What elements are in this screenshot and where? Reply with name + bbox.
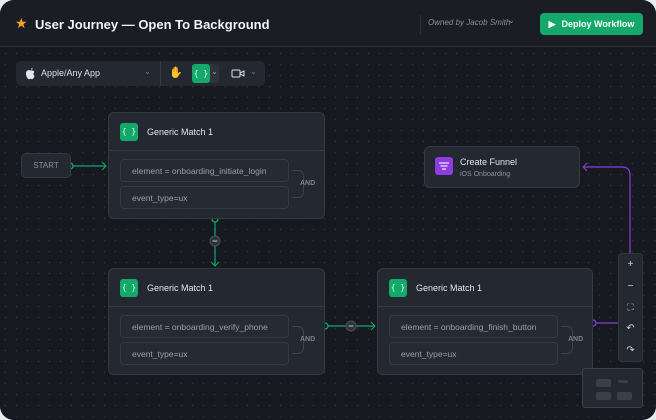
condition-field[interactable]: element = onboarding_initiate_login — [120, 159, 289, 182]
undo-icon[interactable]: ↶ — [626, 323, 635, 335]
operator-bracket — [292, 326, 304, 354]
chevron-down-icon[interactable]: ⌄ — [144, 67, 151, 76]
condition-field[interactable]: event_type=ux — [120, 186, 289, 209]
platform-select[interactable]: Apple/Any App — [41, 68, 101, 78]
zoom-out-icon[interactable]: − — [627, 280, 634, 292]
zoom-in-icon[interactable]: + — [627, 259, 634, 271]
divider — [420, 15, 421, 35]
node-title: Generic Match 1 — [147, 126, 214, 137]
minimap[interactable] — [582, 368, 643, 408]
create-funnel-node[interactable]: Create Funnel iOS Onboarding — [424, 146, 580, 188]
operator-bracket — [292, 170, 304, 198]
owner-label[interactable]: Owned by Jacob Smith — [428, 18, 511, 27]
funnel-icon — [435, 157, 453, 175]
header: ★ User Journey — Open To Background Owne… — [0, 0, 656, 47]
code-braces-icon: { } — [120, 122, 138, 141]
play-icon: ▶ — [548, 18, 556, 29]
edge-node3-funnel — [583, 166, 631, 324]
match-node-3[interactable]: { } Generic Match 1 element = onboarding_… — [377, 268, 593, 375]
minimap-node — [596, 379, 611, 387]
arrow-icon — [582, 162, 588, 172]
condition-field[interactable]: event_type=ux — [389, 342, 558, 365]
match-node-2[interactable]: { } Generic Match 1 element = onboarding_… — [108, 268, 325, 375]
minimap-node — [617, 392, 632, 400]
hand-icon[interactable]: ✋ — [169, 67, 183, 79]
deploy-workflow-button[interactable]: ▶Deploy Workflow — [540, 13, 643, 35]
star-icon[interactable]: ★ — [15, 15, 28, 31]
video-camera-icon[interactable] — [231, 69, 245, 78]
node-title: Generic Match 1 — [147, 282, 214, 293]
node-title: Generic Match 1 — [416, 282, 483, 293]
code-braces-icon: { } — [120, 278, 138, 297]
fit-view-icon[interactable]: ⛶ — [627, 301, 634, 312]
start-node[interactable]: START — [21, 153, 71, 178]
zoom-controls: + − ⛶ ↶ ↷ — [618, 253, 643, 362]
condition-field[interactable]: element = onboarding_finish_button — [389, 315, 558, 338]
operator-label[interactable]: AND — [300, 180, 316, 187]
minimap-node — [596, 392, 611, 400]
divider — [160, 61, 161, 86]
chevron-down-icon[interactable]: ⌄ — [210, 64, 219, 83]
arrow-icon — [210, 261, 220, 267]
arrow-icon — [370, 321, 376, 331]
code-braces-icon: { } — [389, 278, 407, 297]
code-braces-icon[interactable]: { } — [192, 64, 210, 83]
match-node-1[interactable]: { } Generic Match 1 element = onboarding_… — [108, 112, 325, 219]
chevron-down-icon[interactable]: ⌄ — [250, 67, 257, 76]
condition-field[interactable]: element = onboarding_verify_phone — [120, 315, 289, 338]
condition-field[interactable]: event_type=ux — [120, 342, 289, 365]
operator-bracket — [561, 326, 573, 354]
operator-label[interactable]: AND — [300, 336, 316, 343]
page-title: User Journey — Open To Background — [35, 17, 270, 32]
funnel-title: Create Funnel — [460, 157, 518, 167]
apple-icon — [26, 67, 35, 80]
arrow-icon — [101, 161, 107, 171]
chevron-down-icon[interactable]: ⌄ — [508, 16, 515, 25]
operator-label[interactable]: AND — [568, 336, 584, 343]
minimap-node — [618, 380, 628, 383]
funnel-subtitle: iOS Onboarding — [460, 171, 511, 178]
redo-icon[interactable]: ↷ — [626, 344, 635, 356]
canvas-toolbar: Apple/Any App ⌄ ✋ { } ⌄ ⌄ — [16, 61, 265, 86]
